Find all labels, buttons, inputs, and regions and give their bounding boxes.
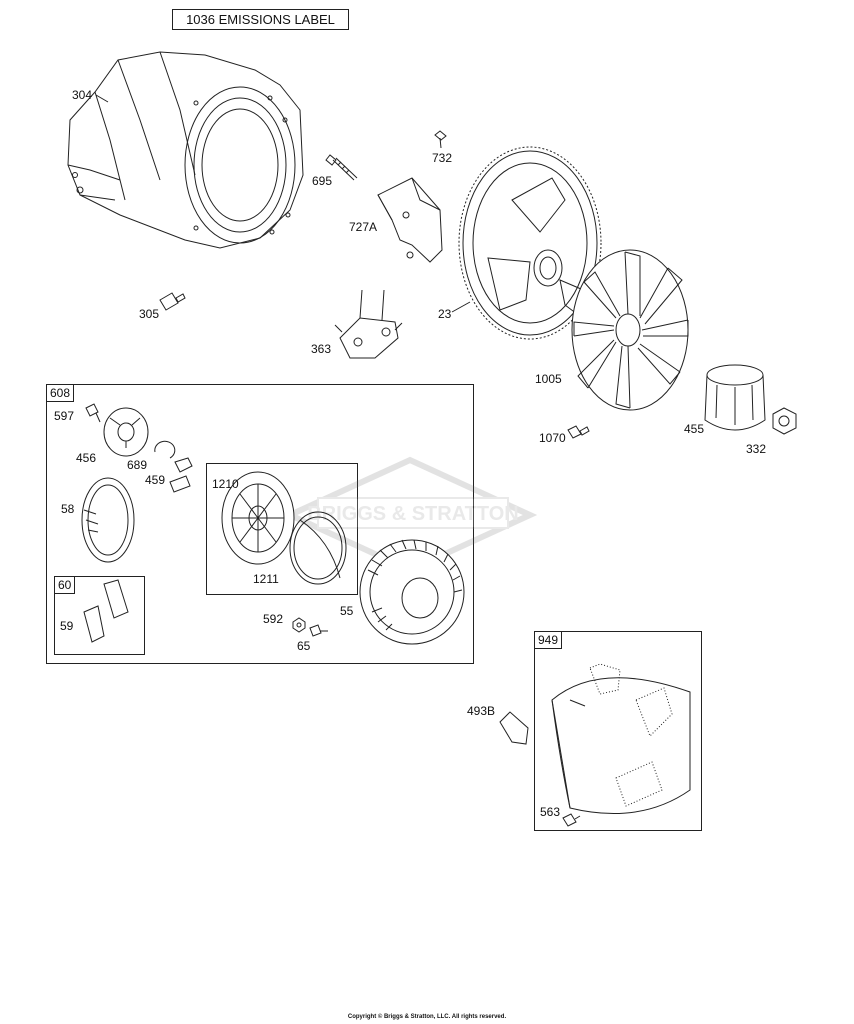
guard-949-part [551,663,691,815]
part-label-305: 305 [139,307,160,321]
part-label-1070: 1070 [539,431,566,445]
part-label-304: 304 [72,88,93,102]
part-label-727A: 727A [349,220,378,234]
brand-watermark: BRIGGS & STRATTON [282,456,538,574]
fan-1005-part [571,249,689,411]
nut-592-part [292,617,306,633]
group-949-frame [534,631,702,831]
part-label-592: 592 [263,612,284,626]
ring-689-part [154,440,176,459]
part-label-597: 597 [54,409,75,423]
part-label-65: 65 [297,639,311,653]
part-label-1211: 1211 [253,572,279,586]
emissions-label: 1036 EMISSIONS LABEL [172,9,349,30]
part-label-459: 459 [145,473,166,487]
screw-305-part [159,292,186,311]
part-label-1210: 1210 [212,477,239,491]
group-60-label: 60 [54,576,76,594]
leader-304 [95,94,109,103]
starter-housing-55-part [359,539,465,645]
part-label-59: 59 [60,619,74,633]
copyright-notice: Copyright © Briggs & Stratton, LLC. All … [347,1014,507,1020]
bracket-493B-part [499,711,529,745]
pulley-1210-part [221,471,295,565]
part-label-363: 363 [311,342,332,356]
part-label-55: 55 [340,604,354,618]
bracket-363-part [334,289,403,359]
group-608-label: 608 [46,384,75,402]
shield-727A-part [377,177,443,263]
screw-597-part [85,403,101,423]
cup-455-part [704,364,766,431]
rope-1211-part [289,511,347,585]
bolt-695-part [325,154,358,181]
pawl-459-part [169,457,193,493]
part-label-732: 732 [432,151,453,165]
group-949-label: 949 [534,631,563,649]
part-label-23: 23 [438,307,452,321]
leader-23 [451,301,471,313]
flywheel-23-part [458,146,602,340]
spring-58-part [81,477,135,563]
handle-59-part [83,579,129,643]
nut-332-part [772,407,797,435]
part-label-563: 563 [540,805,561,819]
part-label-58: 58 [61,502,75,516]
part-label-689: 689 [127,458,148,472]
part-label-456: 456 [76,451,97,465]
pulley-456-part [103,407,149,457]
group-1210-frame [206,463,358,595]
screw-563-part [562,813,581,827]
watermark-text: BRIGGS & STRATTON [307,503,518,525]
part-label-332: 332 [746,442,767,456]
group-60-frame [54,576,145,655]
screw-65-part [309,624,328,637]
blower-housing-part [67,51,304,249]
part-label-1005: 1005 [535,372,562,386]
part-label-455: 455 [684,422,705,436]
screw-1070-part [567,425,590,439]
screw-732-part [434,130,447,149]
group-608-frame [46,384,474,664]
part-label-493B: 493B [467,704,496,718]
part-label-695: 695 [312,174,333,188]
